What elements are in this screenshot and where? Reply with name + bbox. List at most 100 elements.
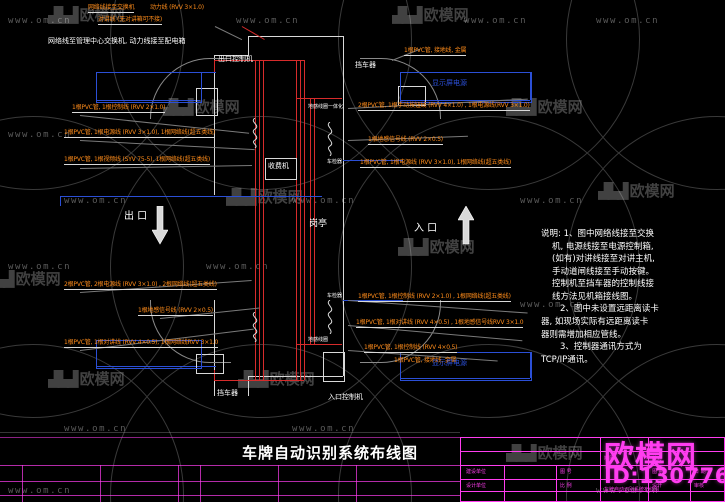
- label-guard-booth: 岗亭: [309, 219, 328, 229]
- logo-text: 欧模网: [537, 98, 583, 116]
- watermark-url: www.om.cn: [236, 16, 300, 26]
- watermark-logo: ▟▙▟ 欧模网: [48, 368, 125, 389]
- lane-outline: [248, 376, 249, 396]
- cable-note-left: 1根地感信号线 (RVV 2×0.5): [138, 307, 213, 316]
- network-cable-blue: [530, 352, 531, 378]
- conduit-red-branch: [214, 380, 304, 381]
- title-block-divider: [178, 465, 179, 502]
- title-block-row-check: 校对: [652, 456, 663, 462]
- title-block-divider: [460, 451, 725, 452]
- logo-mark-icon: ▟▙▟: [48, 5, 79, 24]
- lane-outline: [214, 55, 248, 56]
- entrance-controller-box: [323, 352, 345, 382]
- entrance-arrow-up-icon: [458, 206, 474, 246]
- cable-note-left: 1根PVC管, 1根电源线 (RVV 3×1.0), 1根网络线(超五类线): [64, 129, 216, 138]
- note-1-line2: 机, 电源线接至电源控制箱,: [552, 241, 654, 252]
- label-exit-port: 出 口: [124, 211, 148, 222]
- cable-note-right: 2根PVC管, 1根手动按钮线 (RVV 4×1.0) , 1根电源线(RVV …: [358, 102, 530, 111]
- logo-text: 欧模网: [629, 182, 675, 200]
- title-block-divider: [278, 465, 279, 502]
- network-cable-blue: [343, 300, 403, 301]
- title-block-divider: [600, 437, 601, 502]
- conduit-red-branch: [214, 60, 304, 61]
- watermark-url: www.om.cn: [8, 486, 72, 496]
- label-exit-controller: 出口控制机: [218, 55, 253, 63]
- watermark-url: www.om.cn: [206, 262, 270, 272]
- watermark-logo: ▟▙▟ 欧模网: [506, 442, 583, 463]
- exit-arrow-down-icon: [152, 206, 168, 246]
- watermark-brand-large: 欧模网: [604, 440, 697, 475]
- header-callout-line4: 网络线至管理中心交换机, 动力线接至配电箱: [48, 37, 186, 45]
- title-block-divider: [0, 495, 460, 496]
- logo-mark-icon: ▟▙▟: [506, 443, 537, 462]
- title-block-project: 车牌自动识别系统布线图: [604, 487, 660, 493]
- conduit-red: [263, 60, 264, 380]
- title-block-divider: [200, 465, 201, 502]
- title-block-divider: [460, 491, 725, 492]
- title-block-row-design: 设计: [652, 483, 663, 489]
- logo-mark-icon: ▟▙▟: [598, 181, 629, 200]
- notes-block: 说明: 1、图中网络线接至交换 机, 电源线接至电源控制箱, (如有)对讲线接至…: [541, 228, 691, 366]
- lane-outline: [248, 36, 249, 56]
- conduit-red: [296, 60, 297, 380]
- network-cable-blue: [96, 366, 216, 367]
- cable-note-left: 1根PVC管, 1根视频线 (SYV 75-5), 1根网络线(超五类线): [64, 156, 210, 165]
- lane-outline: [248, 36, 343, 37]
- lane-outline: [214, 55, 215, 195]
- label-display-power-top: 显示屏电源: [432, 79, 467, 87]
- barrier-box-bottom: [196, 354, 224, 374]
- watermark-url: www.om.cn: [520, 196, 584, 206]
- title-block-divider: [648, 437, 649, 502]
- note-1-line4: 手动道闸线接至手动按键。: [552, 266, 655, 277]
- watermark-url: www.om.cn: [64, 196, 128, 206]
- watermark-url: www.om.cn: [596, 16, 660, 26]
- network-cable-blue: [400, 378, 530, 379]
- network-cable-blue: [400, 100, 530, 101]
- network-cable-blue: [343, 160, 403, 161]
- watermark-url: www.om.cn: [520, 300, 584, 310]
- note-3-line2: TCP/IP通讯。: [541, 354, 593, 365]
- note-1-line6: 线方法见机箱接线图。: [552, 291, 638, 302]
- title-block-left-frame: [0, 437, 460, 502]
- title-underline: [0, 432, 460, 433]
- logo-text: 欧模网: [269, 370, 315, 388]
- watermark-url: www.om.cn: [292, 196, 356, 206]
- title-block-col-e: 图 别: [652, 469, 664, 475]
- induction-loop-bottom: [322, 299, 338, 335]
- conduit-red: [255, 60, 256, 380]
- cashier-machine-box: [265, 158, 297, 180]
- cable-note-left: 1根PVC管, 1根控制线 (RVV 2×1.0): [72, 104, 166, 113]
- label-loop-detector-top: 车检器: [327, 159, 343, 165]
- logo-mark-icon: ▟▙▟: [392, 5, 423, 24]
- header-callout-line3: 对讲线 (无对讲箱可不接): [98, 16, 162, 25]
- label-loop-bottom: 地感线圈: [308, 337, 329, 343]
- logo-mark-icon: ▟▙▟: [48, 369, 79, 388]
- conduit-red: [314, 98, 315, 344]
- header-callout-line2: 动力线 (RVV 3×1.0): [150, 4, 204, 11]
- watermark-id-large: ID:1307760: [604, 464, 725, 488]
- title-block-row-draw: 制图: [604, 456, 615, 462]
- cable-note-right: 1根PVC管, 接地线, 金属: [394, 357, 457, 364]
- title-block-divider: [22, 465, 23, 502]
- lane-outline: [248, 376, 343, 377]
- title-block-divider: [504, 465, 505, 502]
- label-display-power-bottom: 显示屏电源: [432, 359, 467, 367]
- network-cable-blue: [60, 196, 322, 197]
- header-callout-line1: 网络线接至交换机: [88, 4, 135, 13]
- conduit-red-branch: [214, 370, 215, 381]
- cable-note-right: 1根PVC管, 1根对讲线 (RVV 4×0.5) , 1根地感信号线RVV 3…: [356, 319, 524, 328]
- title-block-col-a: 建设单位: [466, 469, 487, 475]
- logo-text: 欧模网: [79, 6, 125, 24]
- note-1-line1: 说明: 1、图中网络线接至交换: [541, 229, 654, 239]
- watermark-logo: ▟▙▟ 欧模网: [598, 180, 675, 201]
- logo-text: 欧模网: [257, 188, 303, 206]
- watermark-logo: ▟▙▟ 欧模网: [238, 368, 315, 389]
- conduit-red: [304, 60, 305, 380]
- cable-note-right: 1根PVC管, 1根控制线 (RVV 4×0.5): [364, 344, 458, 353]
- cable-note-left: 1根PVC管, 1根对讲线 (RVV 4×0.5), 1根网络线RVV 3×1.…: [64, 339, 219, 348]
- network-cable-blue: [530, 72, 531, 100]
- conduit-red: [310, 98, 311, 344]
- label-entrance-controller: 入口控制机: [328, 393, 363, 401]
- title-block-divider: [356, 465, 357, 502]
- title-block-divider: [690, 465, 691, 502]
